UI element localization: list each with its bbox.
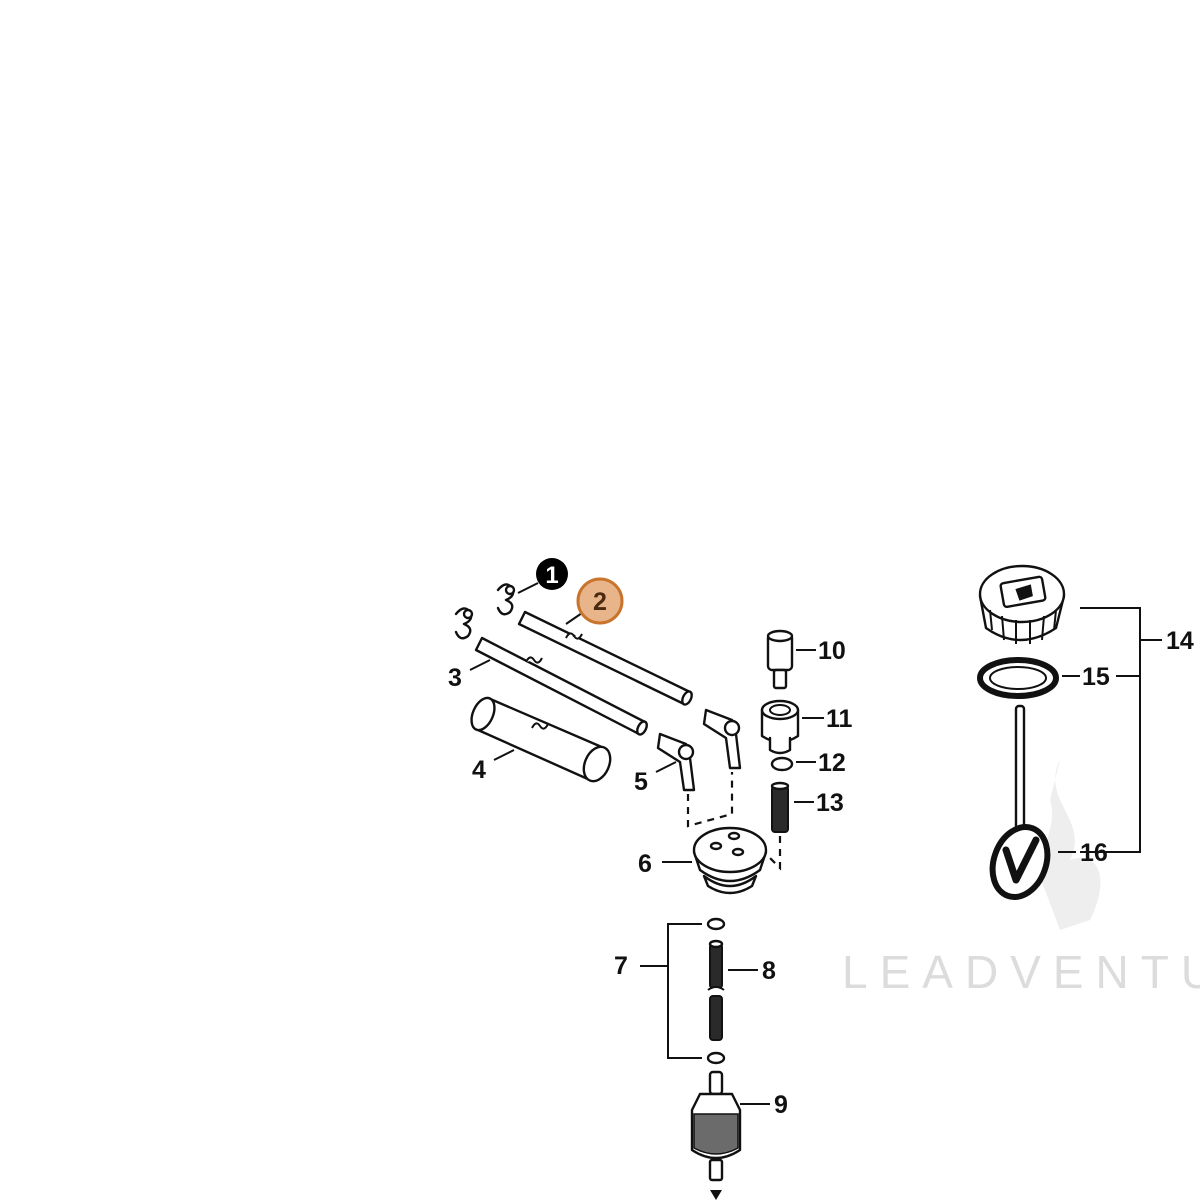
watermark-text: LEADVENTU — [842, 946, 1200, 998]
bracket-14 — [1080, 607, 1141, 853]
callout-14-label: 14 — [1166, 627, 1194, 655]
valve-housing-part-11[interactable] — [760, 699, 800, 755]
bracket-7 — [667, 923, 702, 1059]
o-ring-top[interactable] — [706, 917, 726, 931]
elbow-fitting-part-5[interactable] — [656, 708, 742, 792]
grommet-part-6[interactable] — [692, 826, 768, 895]
callout-16-label: 16 — [1080, 839, 1108, 867]
hose-piece-part-13[interactable] — [770, 781, 790, 833]
callout-8-label: 8 — [762, 957, 776, 985]
callout-12-label: 12 — [818, 749, 846, 777]
callout-9-label: 9 — [774, 1091, 788, 1119]
fuel-hose-part-2[interactable] — [517, 610, 694, 706]
hose-part-3[interactable] — [474, 636, 649, 736]
fuel-filter-part-9[interactable] — [690, 1070, 742, 1200]
assembly-dashed-line-13 — [759, 836, 782, 871]
leader-4 — [493, 749, 515, 761]
flame-watermark-icon — [1040, 760, 1101, 930]
callout-6-label: 6 — [638, 850, 652, 878]
callout-2-highlight[interactable]: 2 — [576, 577, 624, 625]
callout-2-label: 2 — [593, 588, 607, 616]
callout-3-label: 3 — [448, 664, 462, 692]
leader-3 — [469, 659, 491, 671]
valve-part-10[interactable] — [766, 629, 794, 690]
callout-13-label: 13 — [816, 789, 844, 817]
callout-11-label: 11 — [826, 705, 853, 733]
leader-5 — [655, 761, 677, 773]
leader-2 — [565, 612, 583, 625]
hose-clips-part-1[interactable] — [454, 583, 516, 640]
callout-1-badge[interactable]: 1 — [536, 558, 568, 590]
callout-1-label: 1 — [545, 562, 558, 589]
sleeve-part-4[interactable] — [467, 694, 615, 785]
gasket-part-15[interactable] — [977, 657, 1059, 699]
callout-4-label: 4 — [472, 756, 486, 784]
leadventure-watermark: LEADVENTU — [842, 760, 1200, 998]
callout-10-label: 10 — [818, 637, 846, 665]
assembly-dashed-line-5 — [686, 772, 734, 828]
o-ring-bottom[interactable] — [706, 1051, 726, 1065]
leader-1 — [517, 582, 539, 594]
callout-5-label: 5 — [634, 768, 648, 796]
strainer-part-16[interactable] — [983, 704, 1056, 905]
callout-7-label: 7 — [614, 952, 628, 980]
o-ring-part-12[interactable] — [770, 756, 794, 772]
tank-cap-part-14[interactable] — [978, 564, 1066, 644]
suction-hose-part-8[interactable] — [707, 939, 725, 1041]
callout-15-label: 15 — [1082, 663, 1110, 691]
